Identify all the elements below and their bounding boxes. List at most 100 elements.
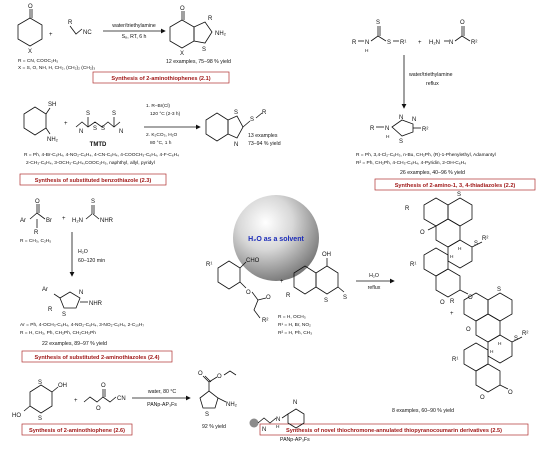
catalyst-n2-label: N [276,417,280,423]
caption-2-6: Synthesis of 2-aminothiophene (2.6) [29,428,125,434]
aminothiophene-ester-product: S NH₂ O O [198,370,238,418]
hydrazide-o-label: O [460,20,465,26]
caption-box-2-3 [19,173,167,186]
thiazole-r-label: R [48,307,53,313]
condition-top-2-6: water, 80 °C [148,389,177,395]
product-nh2-label: NH₂ [215,31,227,37]
yield-2-1: 12 examples, 75–98 % yield [166,59,231,65]
thiazole-nhr-label: NHR [89,301,103,307]
product-oxygen-label: O [180,6,185,12]
yield-a-2-3: 13 examples [248,133,278,139]
condition-bottom-2-1: S₈, RT, 6 h [122,34,147,40]
p2-o-ketone-label: O [466,327,471,333]
thioether-s-label: S [250,117,254,123]
thiochromone-s-ring-label: S [324,298,328,304]
caption-2-2: Synthesis of 2-amino-1, 3, 4-thiadiazole… [395,183,516,189]
p1-h1-label: H [458,246,462,252]
sal-o-label: O [246,290,251,296]
product-s-label: S [205,412,209,418]
yield-2-6: 92 % yield [202,424,226,430]
thiourea-nhr-label: NHR [100,218,114,224]
condition-top-2-5: H₂O [369,273,379,279]
step1-2-3: 1. R–Br(Cl) [146,103,170,109]
caption-box-2-1 [92,71,230,84]
substituent-ar-2-4: Ar = Ph, 4-OCH₃-C₆H₄, 4-NO₂-C₆H₄, 3-NO₂-… [20,322,144,328]
scheme-2-6: S S OH HO + O O CN water, 80 °C PANp-AP₃… [12,370,310,443]
p2-r1-label: R¹ [452,357,458,363]
caption-box-2-5 [259,423,529,436]
substituent-r0-2-4: R = CH₃, C₂H₅ [20,238,51,244]
thiopyranocoumarin-product-2: S S H H R² O O R¹ O R [450,287,528,401]
p2-s-ring-label: S [514,336,518,342]
scheme-2-1: O X + R NC water/triethylamine S₈, RT, 6… [17,4,231,84]
thiourea-h2n-label: H₂N [72,218,83,224]
p1-r1-label: R¹ [410,262,416,268]
thiadiazole-h-label: H [386,134,390,140]
yield-2-4: 22 examples, 89–97 % yield [42,341,107,347]
thiochromone-oh-label: OH [322,252,331,258]
p2-r2-label: R² [522,331,528,337]
p2-r-label: R [450,299,455,305]
sal-r2-label: R² [262,318,268,324]
dtc-h-label: H [365,48,369,54]
ar-label: Ar [20,218,26,224]
caption-box-2-2 [374,178,536,191]
step2-2-3: 2. K₂CO₃, H₂O [146,132,178,138]
p1-r2-label: R² [482,236,488,242]
plus-sign: + [49,32,53,38]
tmtd-s1-label: S [86,111,90,117]
p1-r-label: R [405,206,410,212]
thiazole-s-label: S [62,312,66,318]
product-nh2-label: NH₂ [226,402,238,408]
pyridine-n-label: N [293,400,297,406]
thiazole-n-label: N [79,290,83,296]
p2-h2-label: H [490,349,494,355]
thiadiazole-n1-label: N [399,115,403,121]
thiazole-ar-label: Ar [42,287,48,293]
benzothiazole-s-label: S [234,110,238,116]
nanoparticle-icon [249,418,259,428]
p1-o-ring-label: O [440,300,445,306]
cyanoacetate-structure: O O CN [83,383,126,412]
condition-bottom-2-6: PANp-AP₃Fs [147,402,177,408]
substituent-r2-2-5: R² = H, Ph, CH₃ [278,330,312,336]
thioether-r-label: R [262,110,267,116]
product-r-label: R [208,16,213,22]
thiadiazole-n2-label: N [412,117,416,123]
scheme-2-3: SH NH₂ + S S S S N N TMTD 1. R–Br(Cl) 12… [19,102,281,186]
sal-r1-label: R¹ [206,262,212,268]
sal-cho-label: CHO [246,258,260,264]
yield-2-5: 8 examples, 60–90 % yield [392,408,454,414]
nitrile-nc-label: NC [83,30,92,36]
hydrazide-h2n-label: H₂N [429,40,440,46]
p1-o-ketone-label: O [420,230,425,236]
substituent-r1-2-5: R¹ = H, Br, NO₂ [278,322,311,328]
hydrazide-r2-label: R² [471,40,477,46]
dithiane-oh-label: OH [58,383,67,389]
nitrile-r-label: R [68,20,73,26]
product-ester-o-label: O [217,374,222,380]
center-label: H₂O as a solvent [248,236,304,243]
dithiocarbamate-structure: R N H S S R¹ [352,20,406,54]
condition-bottom-2-5: reflux [368,285,381,291]
benzothiazole-product-structure: S N S R [205,110,267,148]
caption-2-4: Synthesis of substituted 2-aminothiazole… [35,355,160,361]
hydrazide-nh-label: N [449,40,453,46]
aminothiazole-product-structure: Ar S N NHR R [42,287,103,318]
thiopyranocoumarin-product-1: S O S H H R² O O R¹ R [405,192,488,306]
plus-sign: + [64,121,68,127]
dithiane-diol-structure: S S OH HO [12,380,67,422]
ester-o-label: O [96,406,101,412]
thiadiazole-r2-label: R² [422,127,428,133]
scheme-2-4: Ar O Br R + H₂N S NHR R = CH₃, C₂H₅ H₂O … [20,199,173,363]
p2-o-lactone-label: O [508,390,513,396]
dithiane-ho-label: HO [12,413,21,419]
carbonyl-o-label: O [101,383,106,389]
catalyst-h-label: H [276,424,280,430]
scheme-2-5: R¹ CHO O O R² + OH S S R H₂O reflux [206,192,529,436]
product-s-label: S [202,47,206,53]
plus-sign: + [280,279,284,285]
br-label: Br [46,218,52,224]
thiourea-s-label: S [91,199,95,205]
tmtd-name-label: TMTD [90,142,107,148]
